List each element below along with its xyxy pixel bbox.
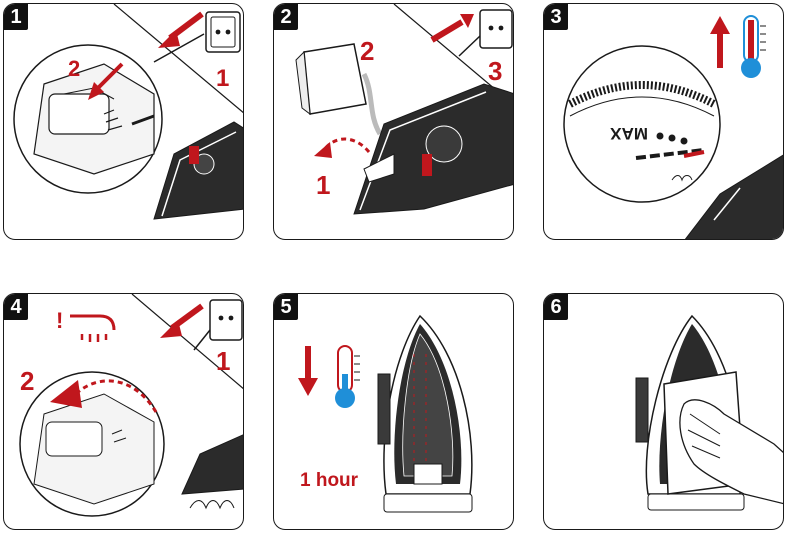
temperature-dial [563,45,721,203]
wall-socket-icon [209,299,243,341]
callout-2: 2 [20,366,34,396]
set-max-temperature-illustration: MAX [563,15,783,239]
steam-iron-icon [153,121,243,220]
step-panel-4: ! 2 1 4 [3,293,244,530]
callout-1: 1 [216,65,229,92]
steam-warning-icon: ! [56,308,116,342]
step-number-badge: 2 [274,4,298,30]
hand-icon [679,399,783,505]
wipe-soleplate-illustration [635,314,783,511]
water-cup-icon [295,43,383,136]
svg-text:!: ! [56,308,63,333]
step-panel-3: MAX 3 [543,3,784,240]
callout-1: 1 [216,346,230,376]
step-panel-2: 2 3 1 2 [273,3,514,240]
wall-socket-icon [479,9,513,49]
callout-1: 1 [316,170,330,200]
steam-iron-icon [181,434,243,510]
wall-socket-icon [205,11,241,53]
steam-iron-upright-icon [377,314,473,513]
step-number-badge: 3 [544,4,568,30]
steam-iron-icon [353,83,513,215]
thermometer-hot-icon [741,15,766,78]
red-arrow-icon [430,14,474,43]
callout-2: 2 [68,56,80,81]
unplug-and-steam-off-illustration: ! 2 1 [19,294,243,517]
duration-label: 1 hour [300,470,359,491]
step-number-badge: 1 [4,4,28,30]
step-panel-6: 6 [543,293,784,530]
red-arrow-icon [710,16,730,68]
step-number-badge: 4 [4,294,28,320]
red-arrow-icon [298,346,318,396]
unplug-iron-illustration: 2 1 [13,4,243,220]
red-arrow-icon [158,11,204,48]
max-label: MAX [610,124,648,143]
thermometer-cold-icon [335,345,360,408]
red-arrow-icon [160,303,204,338]
cool-down-illustration [298,314,473,513]
step-panel-5: 1 hour 5 [273,293,514,530]
callout-2: 2 [360,36,374,66]
fill-water-illustration: 2 3 1 [295,4,513,215]
step-number-badge: 6 [544,294,568,320]
step-panel-1: 2 1 1 [3,3,244,240]
step-number-badge: 5 [274,294,298,320]
callout-3: 3 [488,56,502,86]
